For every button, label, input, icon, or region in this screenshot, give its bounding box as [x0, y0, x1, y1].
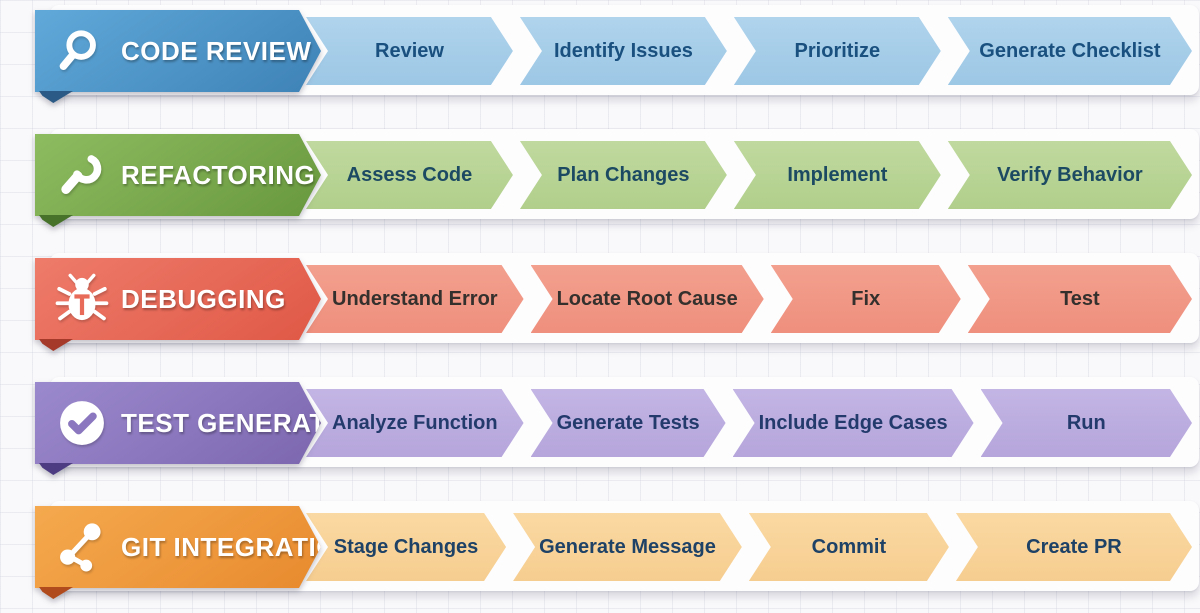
workflow-step-label: Generate Checklist: [979, 39, 1161, 62]
workflow-step: Assess Code: [306, 141, 513, 209]
row-steps: Understand Error Locate Root Cause Fix Test: [306, 265, 1192, 333]
workflow-step-label: Analyze Function: [332, 411, 498, 434]
workflow-step: Fix: [771, 265, 961, 333]
row-header: TEST GENERATION: [35, 382, 321, 464]
workflow-row-debugging: DEBUGGING Understand Error Locate Root Ca…: [0, 253, 1200, 343]
workflow-step-label: Assess Code: [346, 163, 473, 186]
workflow-step-label: Prioritize: [794, 39, 881, 62]
workflow-row-refactoring: REFACTORING Assess Code Plan Changes Imple…: [0, 129, 1200, 219]
row-title: CODE REVIEW: [121, 35, 312, 66]
row-header: DEBUGGING: [35, 258, 321, 340]
workflow-step-label: Review: [375, 39, 444, 62]
git-branch-icon: [55, 520, 109, 574]
workflow-step-label: Locate Root Cause: [556, 287, 738, 310]
workflow-step: Include Edge Cases: [733, 389, 974, 457]
row-header-ribbon: REFACTORING: [35, 134, 321, 216]
workflow-step-label: Generate Message: [539, 535, 716, 558]
workflow-step-label: Commit: [811, 535, 887, 558]
row-header: GIT INTEGRATION: [35, 506, 321, 588]
row-title: DEBUGGING: [121, 283, 286, 314]
workflow-step: Locate Root Cause: [531, 265, 764, 333]
workflow-step: Plan Changes: [520, 141, 727, 209]
workflow-step: Stage Changes: [306, 513, 506, 581]
workflow-step: Analyze Function: [306, 389, 524, 457]
workflow-step-label: Plan Changes: [557, 163, 690, 186]
workflow-step: Generate Message: [513, 513, 742, 581]
workflow-step: Run: [981, 389, 1192, 457]
workflow-row-test-generation: TEST GENERATION Analyze Function Generate…: [0, 377, 1200, 467]
row-steps: Assess Code Plan Changes Implement Verify B…: [306, 141, 1192, 209]
workflow-step: Prioritize: [734, 17, 941, 85]
row-steps: Stage Changes Generate Message Commit Creat…: [306, 513, 1192, 581]
workflow-step-label: Generate Tests: [556, 411, 700, 434]
row-title: REFACTORING: [121, 159, 316, 190]
workflow-step-label: Test: [1060, 287, 1100, 310]
workflow-step: Verify Behavior: [948, 141, 1192, 209]
workflow-step-label: Identify Issues: [553, 39, 693, 62]
magnifier-icon: [55, 24, 109, 78]
workflow-step: Create PR: [956, 513, 1192, 581]
wrench-icon: [55, 148, 109, 202]
workflow-step-label: Understand Error: [332, 287, 498, 310]
row-header-ribbon: CODE REVIEW: [35, 10, 321, 92]
workflow-step-label: Stage Changes: [333, 535, 479, 558]
workflow-step: Identify Issues: [520, 17, 727, 85]
row-header: REFACTORING: [35, 134, 321, 216]
workflow-step: Review: [306, 17, 513, 85]
bug-icon: [55, 272, 109, 326]
workflow-step: Generate Checklist: [948, 17, 1192, 85]
workflow-step: Generate Tests: [531, 389, 726, 457]
workflow-row-git-integration: GIT INTEGRATION Stage Changes Generate Me…: [0, 501, 1200, 591]
workflow-step-label: Include Edge Cases: [758, 411, 948, 434]
check-circle-icon: [55, 396, 109, 450]
row-steps: Analyze Function Generate Tests Include Ed…: [306, 389, 1192, 457]
workflow-step-label: Fix: [851, 287, 881, 310]
workflow-step-label: Verify Behavior: [997, 163, 1143, 186]
row-header-ribbon: TEST GENERATION: [35, 382, 321, 464]
workflow-step: Implement: [734, 141, 941, 209]
workflow-step: Test: [968, 265, 1192, 333]
row-header-ribbon: GIT INTEGRATION: [35, 506, 321, 588]
workflow-row-code-review: CODE REVIEW Review Identify Issues Priorit…: [0, 5, 1200, 95]
workflow-step-label: Run: [1066, 411, 1106, 434]
workflow-step: Commit: [749, 513, 949, 581]
row-header: CODE REVIEW: [35, 10, 321, 92]
workflow-step-label: Implement: [787, 163, 888, 186]
row-title: GIT INTEGRATION: [121, 531, 357, 562]
workflow-step-label: Create PR: [1026, 535, 1122, 558]
workflow-step: Understand Error: [306, 265, 524, 333]
row-header-ribbon: DEBUGGING: [35, 258, 321, 340]
row-steps: Review Identify Issues Prioritize Generate …: [306, 17, 1192, 85]
